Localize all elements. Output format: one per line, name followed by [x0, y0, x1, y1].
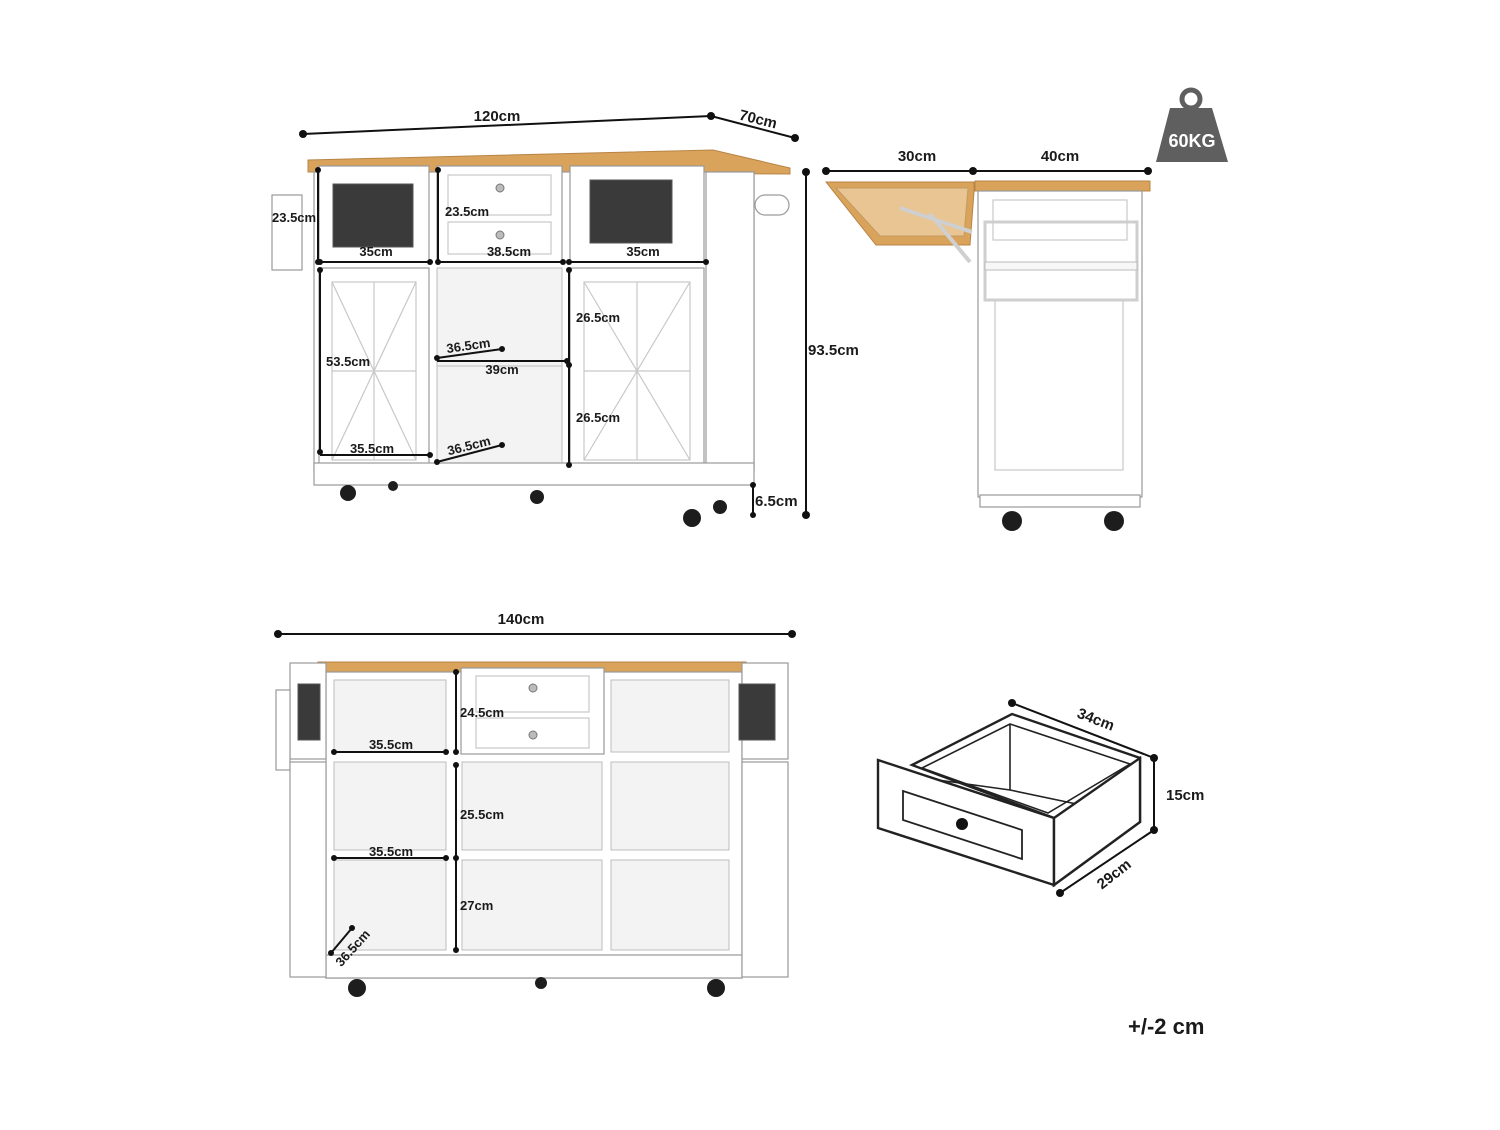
caster-wheel — [683, 509, 701, 527]
fixed-top — [974, 180, 1151, 192]
drawer-bottom — [447, 221, 552, 255]
caster-wheel — [348, 979, 366, 997]
drawer-view: 34cm 15cm 29cm — [876, 699, 1204, 897]
upper-right-width-label: 35cm — [626, 244, 659, 259]
tolerance-note: +/-2 cm — [1128, 1014, 1204, 1039]
caster-wheel — [707, 979, 725, 997]
side-box-height-label: 23.5cm — [272, 210, 316, 225]
middle-shelf-width-label: 35.5cm — [369, 844, 413, 859]
left-cabinet-height-label: 53.5cm — [326, 354, 370, 369]
middle-center-compartment — [461, 761, 603, 851]
upper-left-width-label: 35cm — [359, 244, 392, 259]
upper-right-compartment — [610, 679, 730, 753]
drawer-side — [1052, 755, 1142, 888]
spice-rack — [271, 194, 303, 271]
drop-leaf-width-label: 30cm — [898, 148, 936, 165]
lower-shelf-height-label: 27cm — [460, 898, 493, 913]
lower-right-compartment — [610, 859, 730, 951]
lower-left-compartment — [333, 859, 447, 951]
side-base — [979, 494, 1141, 508]
drawer-width-label-small: 29cm — [1094, 856, 1135, 893]
drawer-height-label: 23.5cm — [445, 204, 489, 219]
drawer-knob — [495, 230, 505, 240]
caster-wheel — [340, 485, 356, 501]
open-total-width-label: 140cm — [498, 611, 545, 628]
right-lower-height-label: 26.5cm — [576, 410, 620, 425]
load-capacity-label: 60KG — [1168, 131, 1215, 151]
upper-compartment-width-label: 35.5cm — [369, 737, 413, 752]
towel-rail — [983, 220, 1139, 302]
caster-wheel — [535, 977, 547, 989]
total-height-label: 93.5cm — [808, 342, 859, 359]
caster-wheel — [713, 500, 727, 514]
side-cabinet-body — [977, 190, 1143, 498]
mesh-panel — [589, 179, 673, 244]
left-cabinet-width-label: 35.5cm — [350, 441, 394, 456]
drawer-knob — [956, 818, 968, 830]
front-view: 120cm 70cm 93.5cm 6.5cm 23.5cm 35cm 23.5… — [271, 107, 859, 527]
mesh-panel — [332, 183, 414, 248]
open-lower-left-door — [289, 761, 327, 978]
upper-left-compartment — [333, 679, 447, 753]
caster-wheel — [388, 481, 398, 491]
drawer-top — [447, 174, 552, 216]
drawer-knob — [495, 183, 505, 193]
shelf-width-label: 39cm — [485, 362, 518, 377]
fixed-top-width-label: 40cm — [1041, 148, 1079, 165]
open-view: 140cm 35.5cm 24.5cm 25.5cm 27cm 35.5cm 3… — [274, 611, 796, 997]
right-upper-height-label: 26.5cm — [576, 310, 620, 325]
towel-holder — [754, 194, 790, 216]
caster-wheel — [530, 490, 544, 504]
wheel-height-label: 6.5cm — [755, 493, 798, 510]
base-plinth — [313, 462, 755, 486]
caster-wheel — [1104, 511, 1124, 531]
lower-center-compartment — [461, 859, 603, 951]
drawer-width-label: 38.5cm — [487, 244, 531, 259]
open-drawer-stack — [460, 667, 605, 755]
weight-icon: 60KG — [1156, 87, 1228, 162]
side-panel — [705, 171, 755, 469]
open-base — [325, 954, 743, 979]
middle-right-compartment — [610, 761, 730, 851]
middle-shelf-height-label: 25.5cm — [460, 807, 504, 822]
front-width-label: 120cm — [474, 108, 521, 125]
caster-wheel — [1002, 511, 1022, 531]
open-lower-right-door — [741, 761, 789, 978]
spice-rack — [275, 689, 291, 771]
shelf-depth-top-label: 36.5cm — [445, 335, 491, 356]
drawer-height-label-small: 15cm — [1166, 787, 1204, 804]
open-drawer-height-label: 24.5cm — [460, 705, 504, 720]
side-view: 30cm 40cm — [822, 148, 1152, 531]
middle-left-compartment — [333, 761, 447, 851]
side-drawer — [992, 199, 1128, 241]
drawer-stack — [436, 165, 563, 263]
